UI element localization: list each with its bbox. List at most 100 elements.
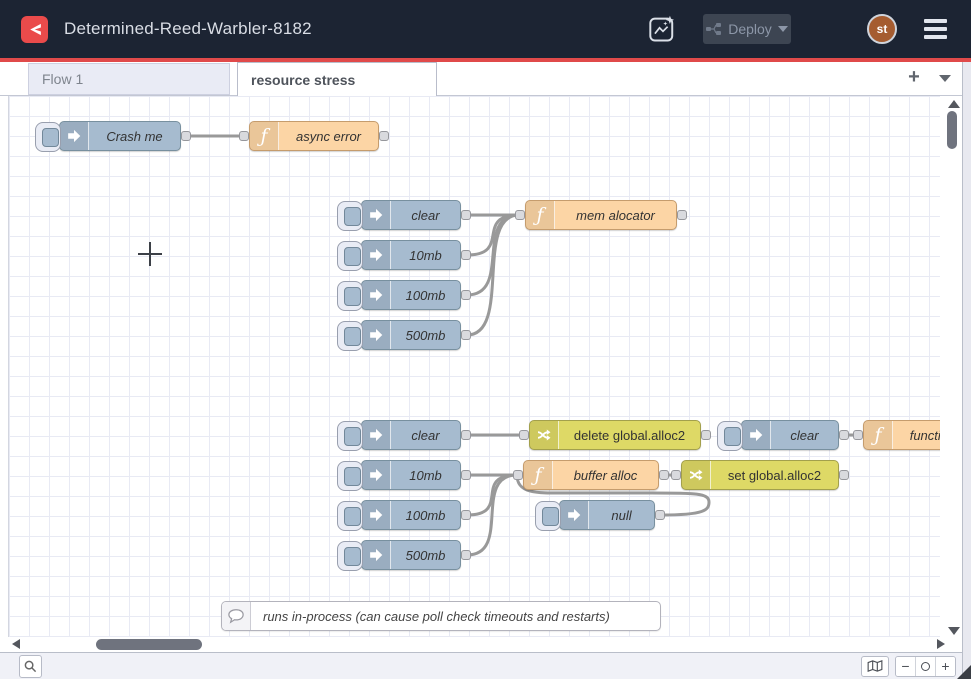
output-port[interactable] (461, 210, 471, 220)
avatar[interactable]: st (867, 14, 897, 44)
inject-button[interactable] (535, 501, 561, 531)
wire[interactable] (466, 473, 518, 557)
input-port[interactable] (239, 131, 249, 141)
menu-icon[interactable] (924, 19, 947, 39)
horizontal-scroll-thumb[interactable] (96, 639, 202, 650)
sidebar-splitter[interactable] (962, 62, 971, 679)
zoom-out-button[interactable]: − (896, 656, 915, 676)
vertical-scroll-thumb[interactable] (947, 111, 957, 149)
input-port[interactable] (671, 470, 681, 480)
output-port[interactable] (839, 470, 849, 480)
node-delete-global[interactable]: delete global.alloc2 (519, 420, 711, 450)
inject-button[interactable] (35, 122, 61, 152)
node-clear-3[interactable]: clear (717, 420, 849, 451)
output-port[interactable] (839, 430, 849, 440)
flow-list-button[interactable] (939, 75, 951, 82)
scroll-up-icon[interactable] (948, 100, 960, 108)
zoom-reset-button[interactable] (915, 656, 935, 676)
tab-resource-stress[interactable]: resource stress (237, 62, 437, 96)
inject-button[interactable] (337, 281, 363, 311)
node-mb100-1[interactable]: 100mb (337, 280, 471, 311)
inject-button-face (344, 426, 361, 446)
inject-arrow-icon (362, 321, 391, 349)
node-label: mem alocator (576, 207, 655, 223)
output-port[interactable] (461, 430, 471, 440)
node-mb10-2[interactable]: 10mb (337, 460, 471, 491)
avatar-initials: st (876, 22, 888, 36)
output-port[interactable] (181, 131, 191, 141)
header: Determined-Reed-Warbler-8182 Deploy st (0, 0, 971, 58)
vertical-scrollbar[interactable] (940, 96, 962, 652)
input-port[interactable] (515, 210, 525, 220)
output-port[interactable] (461, 470, 471, 480)
footer: − + (0, 652, 962, 679)
output-port[interactable] (659, 470, 669, 480)
ai-flow-icon[interactable] (648, 14, 678, 44)
wire[interactable] (515, 474, 711, 517)
inject-arrow-icon (362, 421, 391, 449)
input-port[interactable] (519, 430, 529, 440)
output-port[interactable] (677, 210, 687, 220)
horizontal-scrollbar[interactable] (8, 637, 940, 652)
scroll-right-icon[interactable] (937, 639, 945, 649)
output-port[interactable] (701, 430, 711, 440)
output-port[interactable] (379, 131, 389, 141)
flowfuse-logo-icon[interactable] (21, 15, 48, 43)
inject-button-face (344, 286, 361, 306)
node-mb500-1[interactable]: 500mb (337, 320, 471, 351)
node-mb10-1[interactable]: 10mb (337, 240, 471, 271)
node-label: runs in-process (can cause poll check ti… (263, 608, 610, 624)
node-function-4[interactable]: ƒfunction (853, 420, 941, 450)
node-clear-2[interactable]: clear (337, 420, 471, 451)
node-clear-1[interactable]: clear (337, 200, 471, 231)
inject-button-face (344, 546, 361, 566)
search-button[interactable] (19, 654, 42, 678)
node-mb100-2[interactable]: 100mb (337, 500, 471, 531)
inject-button[interactable] (337, 241, 363, 271)
inject-arrow-icon (362, 201, 391, 229)
zoom-in-button[interactable]: + (935, 656, 955, 676)
inject-button[interactable] (337, 201, 363, 231)
output-port[interactable] (461, 510, 471, 520)
node-null-1[interactable]: null (535, 500, 665, 531)
input-port[interactable] (513, 470, 523, 480)
inject-button-face (344, 246, 361, 266)
output-port[interactable] (655, 510, 665, 520)
output-port[interactable] (461, 330, 471, 340)
deploy-button[interactable]: Deploy (703, 14, 791, 44)
inject-button[interactable] (337, 541, 363, 571)
node-label: clear (790, 427, 819, 443)
node-label: 100mb (405, 507, 446, 523)
add-flow-button[interactable]: + (908, 66, 920, 88)
wire[interactable] (466, 213, 520, 337)
node-crash-me[interactable]: Crash me (35, 121, 191, 152)
inject-button[interactable] (337, 461, 363, 491)
node-comment-1[interactable]: runs in-process (can cause poll check ti… (221, 601, 661, 631)
inject-button[interactable] (337, 321, 363, 351)
tab-flow-1[interactable]: Flow 1 (28, 63, 230, 95)
output-port[interactable] (461, 250, 471, 260)
scroll-down-icon[interactable] (948, 627, 960, 635)
output-port[interactable] (461, 550, 471, 560)
node-label: function (909, 427, 941, 443)
inject-button-face (42, 127, 59, 147)
inject-button-face (344, 466, 361, 486)
node-set-global[interactable]: set global.alloc2 (671, 460, 849, 490)
inject-button-face (344, 206, 361, 226)
menu-bar (924, 27, 947, 31)
input-port[interactable] (853, 430, 863, 440)
inject-button[interactable] (717, 421, 743, 451)
minimap-button[interactable] (861, 655, 889, 677)
inject-button[interactable] (337, 501, 363, 531)
page-title: Determined-Reed-Warbler-8182 (64, 19, 312, 38)
scroll-left-icon[interactable] (12, 639, 20, 649)
output-port[interactable] (461, 290, 471, 300)
node-mb500-2[interactable]: 500mb (337, 540, 471, 571)
inject-button[interactable] (337, 421, 363, 451)
function-f-icon: ƒ (250, 122, 279, 150)
tab-label: resource stress (251, 71, 356, 88)
